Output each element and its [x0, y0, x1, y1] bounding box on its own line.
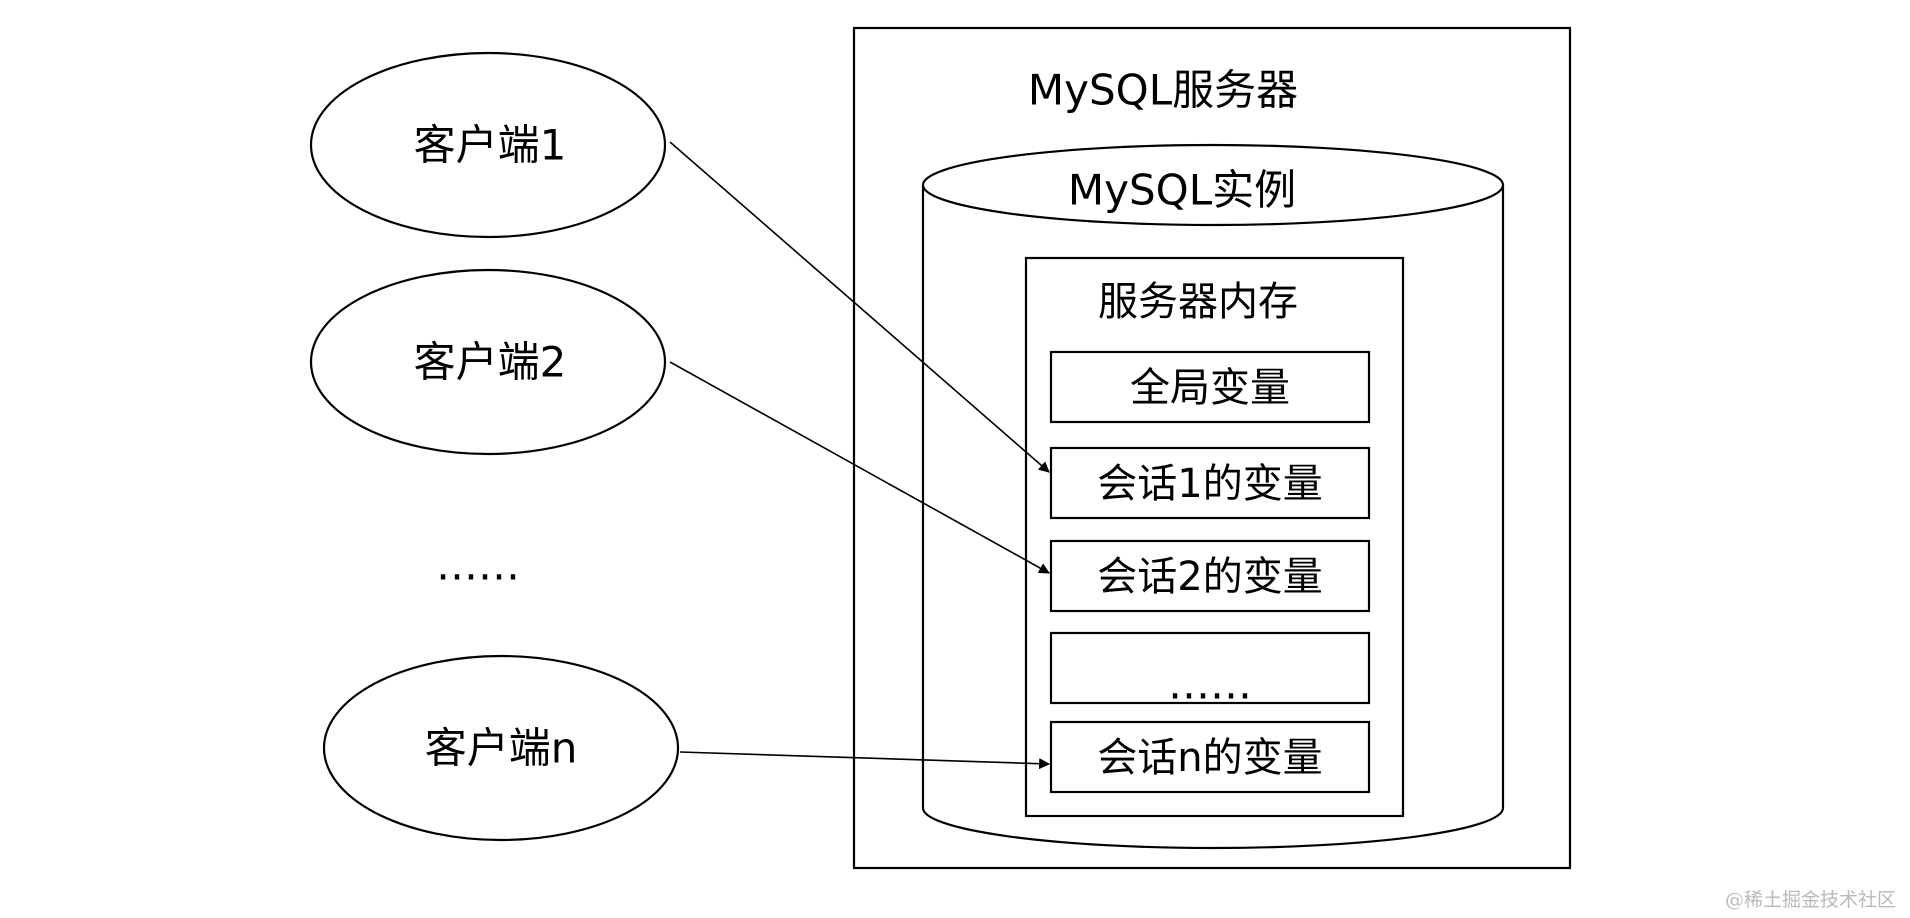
client-n-label: 客户端n — [425, 724, 578, 773]
client-1-label: 客户端1 — [414, 121, 567, 170]
server-memory-label: 服务器内存 — [1098, 279, 1298, 325]
session-2-variables-label: 会话2的变量 — [1097, 554, 1322, 600]
mysql-instance-label: MySQL实例 — [1068, 166, 1296, 215]
global-variables-label: 全局变量 — [1130, 365, 1290, 411]
clients-ellipsis: …… — [436, 541, 520, 590]
session-1-variables-label: 会话1的变量 — [1097, 461, 1322, 507]
more-sessions-box — [1049, 631, 1371, 705]
session-1-variables-box — [1049, 446, 1371, 520]
client-1-to-session-1-arrow — [669, 141, 1050, 473]
client-n-to-session-n-arrow — [679, 751, 1051, 770]
session-2-variables-box — [1049, 539, 1371, 613]
client-2-node — [309, 268, 667, 456]
client-2-to-session-2-arrow — [669, 361, 1050, 574]
client-2-label: 客户端2 — [414, 338, 567, 387]
client-n-node — [322, 654, 680, 842]
watermark: @稀土掘金技术社区 — [1724, 889, 1896, 911]
mysql-server-label: MySQL服务器 — [1028, 66, 1298, 115]
mysql-instance-cylinder-top — [921, 143, 1505, 227]
session-n-variables-label: 会话n的变量 — [1097, 735, 1322, 781]
more-sessions-ellipsis: …… — [1168, 660, 1252, 709]
client-1-node — [309, 51, 667, 239]
global-variables-box — [1049, 350, 1371, 424]
session-n-variables-box — [1049, 720, 1371, 794]
